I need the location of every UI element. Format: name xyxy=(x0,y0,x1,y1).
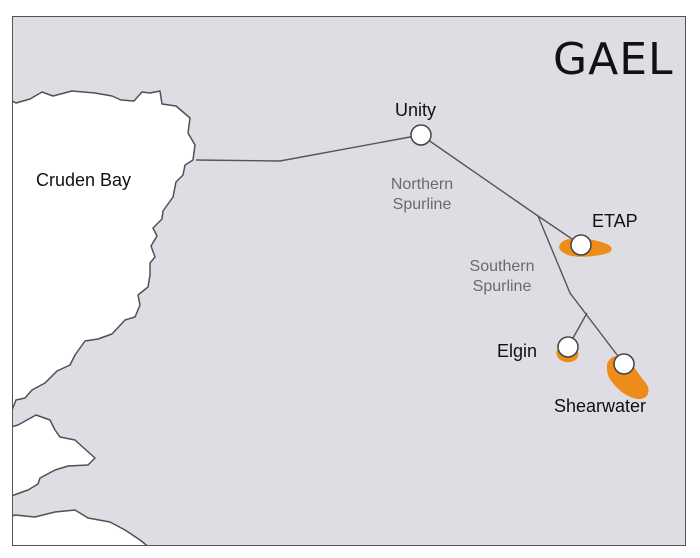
pipeline-network xyxy=(195,134,625,365)
northern-spurline-line1: Northern xyxy=(390,176,454,193)
oil-field-icon xyxy=(556,238,649,400)
shearwater-node[interactable] xyxy=(613,353,635,375)
site-label-shearwater: Shearwater xyxy=(554,396,647,416)
unity-node[interactable] xyxy=(410,124,432,146)
site-label-unity: Unity xyxy=(395,100,437,120)
map-title: GAEL xyxy=(553,34,674,85)
northern-spurline-line2: Spurline xyxy=(392,196,452,213)
southern-spurline-line2: Spurline xyxy=(472,278,532,295)
etap-node[interactable] xyxy=(570,234,592,256)
southern-spurline-line1: Southern xyxy=(469,258,535,275)
southern-spurline-label: Southern Spurline xyxy=(455,257,549,297)
northern-spurline-label: Northern Spurline xyxy=(376,175,468,215)
southern-spurline xyxy=(537,215,625,365)
land-label-cruden-bay: Cruden Bay xyxy=(36,170,132,190)
southern-coast xyxy=(13,414,96,497)
site-label-etap: ETAP xyxy=(592,211,638,231)
site-label-elgin: Elgin xyxy=(497,341,538,361)
bottom-coast xyxy=(13,509,148,545)
mainland-coast xyxy=(13,90,196,410)
platform-node-icon xyxy=(410,124,635,375)
gael-main-pipeline xyxy=(195,134,422,162)
elgin-node[interactable] xyxy=(557,336,579,358)
